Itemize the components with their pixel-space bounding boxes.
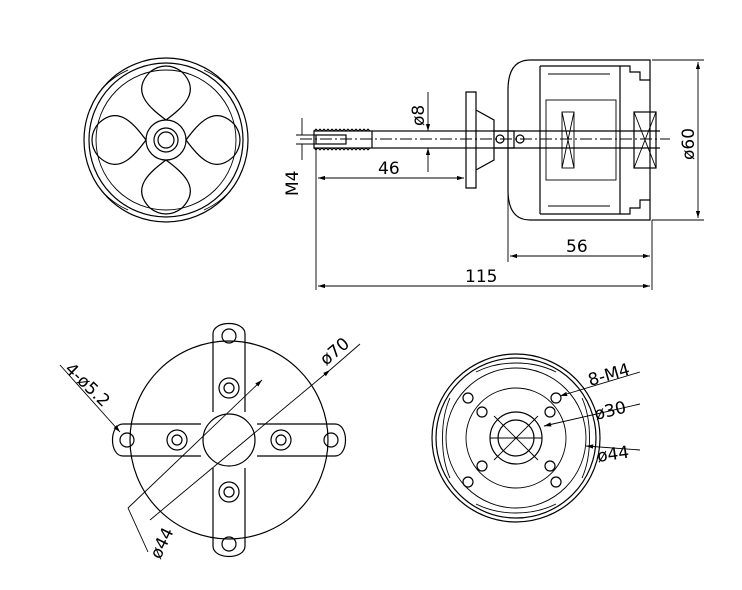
side-view [300, 59, 670, 221]
base-view [431, 353, 641, 523]
overall-length-label: 115 [465, 267, 497, 287]
shaft-length-label: 46 [378, 159, 400, 179]
front-view-bell [83, 57, 249, 223]
base-threaded-holes-label: 8-M4 [586, 360, 632, 391]
mount-outer-diameter-label: ø70 [316, 334, 353, 370]
thread-label: M4 [283, 171, 303, 196]
body-length-label: 56 [566, 237, 588, 257]
side-view-dimensions [296, 59, 704, 290]
shaft-diameter-label: ø8 [409, 105, 429, 126]
base-outer-circle-label: ø44 [596, 443, 631, 467]
mount-bolt-circle-label: ø44 [147, 525, 179, 563]
cross-mount-view [59, 322, 361, 558]
motor-diameter-label: ø60 [679, 128, 699, 160]
base-inner-circle-label: ø30 [592, 398, 628, 425]
mount-holes-label: 4-ø5.2 [61, 359, 114, 411]
